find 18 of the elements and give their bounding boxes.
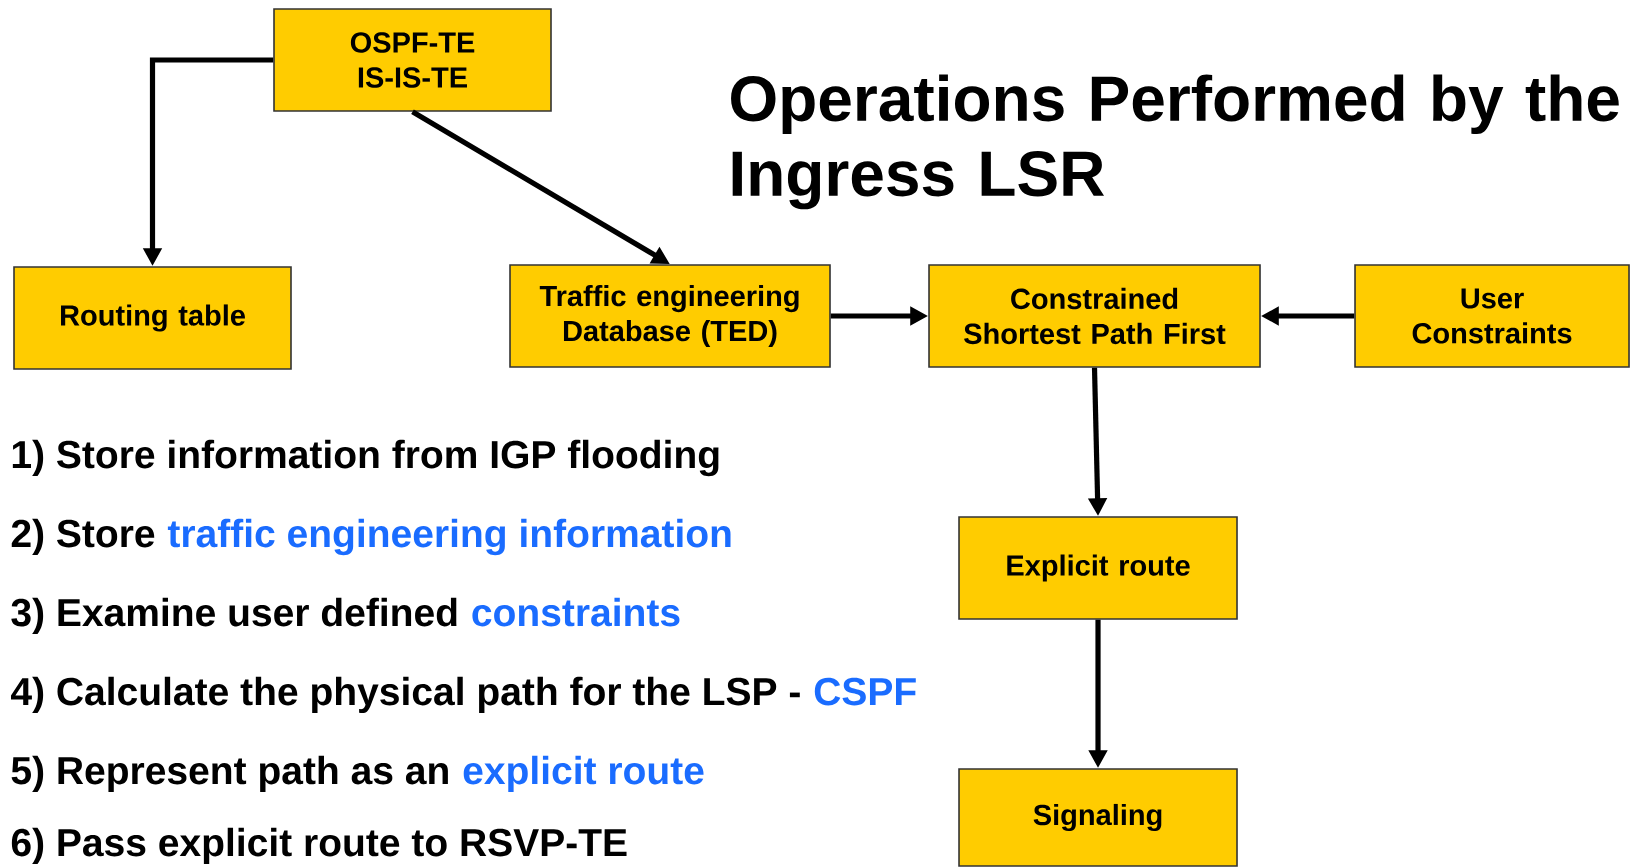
step-text: 6) Pass explicit route to RSVP-TE <box>11 827 627 865</box>
highlighted-term: CSPF <box>814 677 916 706</box>
highlighted-term: traffic engineering information <box>167 518 731 556</box>
process-box: Routing table <box>13 266 292 370</box>
process-box: OSPF-TE IS-IS-TE <box>273 8 552 112</box>
step-text: 1) Store information from IGP flooding <box>12 439 719 477</box>
title: Operations Performed by the Ingress LSR <box>731 74 1619 210</box>
step-text: 4) Calculate the physical path for the LSP - <box>11 676 800 714</box>
process-box: User Constraints <box>1354 264 1630 368</box>
process-box: Constrained Shortest Path First <box>928 264 1261 368</box>
step-text: 5) Represent path as an <box>11 755 448 793</box>
highlighted-term: constraints <box>472 597 680 627</box>
step-text: 3) Examine user defined <box>11 597 457 635</box>
highlighted-term: explicit route <box>463 755 704 793</box>
process-box: Signaling <box>958 768 1238 867</box>
step-text: 2) Store <box>11 518 155 556</box>
process-box: Traffic engineering Database (TED) <box>509 264 831 368</box>
process-box: Explicit route <box>958 516 1238 620</box>
